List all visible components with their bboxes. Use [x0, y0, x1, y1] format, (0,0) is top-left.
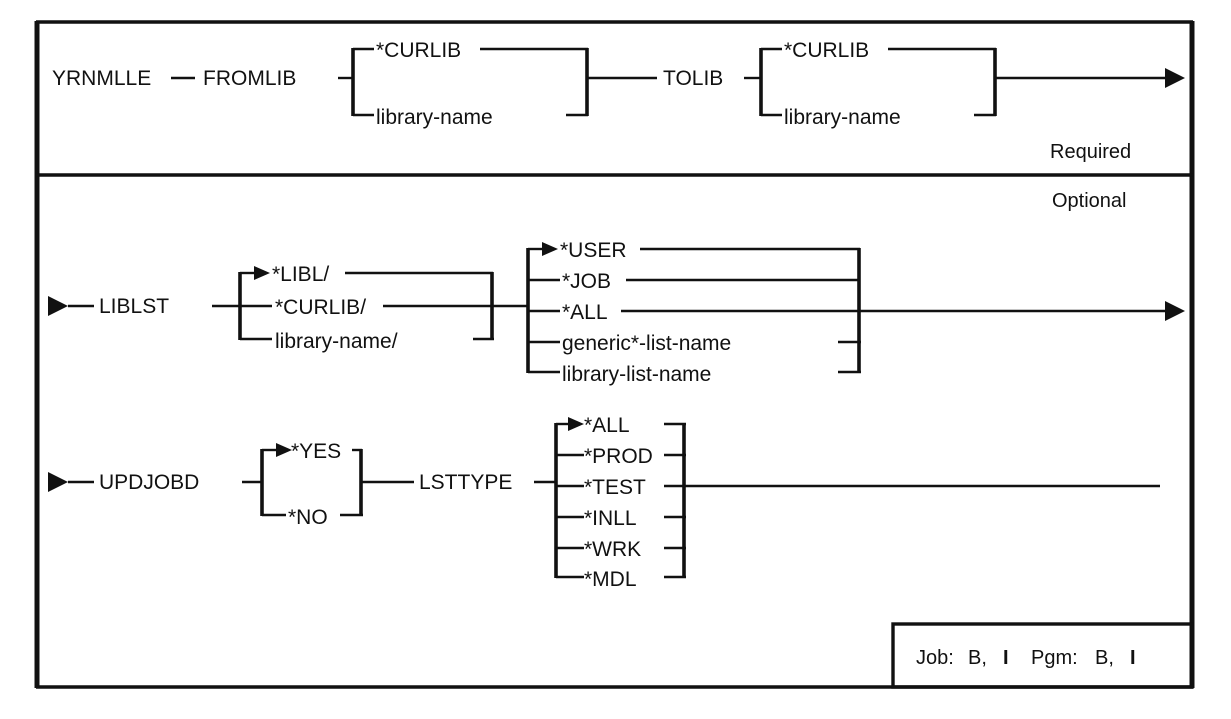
footer-pgm-bold-value: I — [1130, 647, 1136, 669]
liblst-default-user-arrow-icon — [542, 242, 558, 256]
required-exit-arrow-icon — [1165, 68, 1185, 88]
lsttype-value-wrk: *WRK — [584, 538, 641, 561]
footer-job-bold-value: I — [1003, 647, 1009, 669]
param-fromlib-label: FROMLIB — [203, 67, 296, 90]
command-name-label: YRNMLLE — [52, 67, 151, 90]
lsttype-value-prod: *PROD — [584, 445, 653, 468]
liblst-qualifier-curlib: *CURLIB/ — [275, 296, 366, 319]
footer-job-label: Job: — [916, 647, 954, 669]
liblst-value-job: *JOB — [562, 270, 611, 293]
lsttype-value-mdl: *MDL — [584, 568, 637, 591]
liblst-value-library-list: library-list-name — [562, 363, 711, 386]
footer-box — [891, 622, 1194, 689]
footer-pgm-values: B, — [1095, 647, 1114, 669]
updjobd-default-yes-arrow-icon — [276, 443, 292, 457]
updjobd-choice-no: *NO — [288, 506, 328, 529]
param-updjobd-label: UPDJOBD — [99, 471, 199, 494]
liblst-qualifier-libl: *LIBL/ — [272, 263, 329, 286]
updjobd-choice-yes: *YES — [291, 440, 341, 463]
param-tolib-label: TOLIB — [663, 67, 723, 90]
fromlib-choice-curlib: *CURLIB — [376, 39, 461, 62]
param-liblst-label: LIBLST — [99, 295, 169, 318]
lsttype-value-test: *TEST — [584, 476, 646, 499]
tolib-choice-curlib: *CURLIB — [784, 39, 869, 62]
liblst-value-generic: generic*-list-name — [562, 332, 731, 355]
lsttype-value-inll: *INLL — [584, 507, 637, 530]
lsttype-value-all: *ALL — [584, 414, 630, 437]
fromlib-choice-library-name: library-name — [376, 106, 493, 129]
updjobd-entry-arrow-icon — [48, 472, 68, 492]
footer-pgm-label: Pgm: — [1031, 647, 1078, 669]
required-section-label: Required — [1050, 141, 1131, 163]
lsttype-default-all-arrow-icon — [568, 417, 584, 431]
liblst-exit-arrow-icon — [1165, 301, 1185, 321]
tolib-choice-library-name: library-name — [784, 106, 901, 129]
liblst-value-all: *ALL — [562, 301, 608, 324]
liblst-entry-arrow-icon — [48, 296, 68, 316]
optional-section-label: Optional — [1052, 190, 1127, 212]
param-lsttype-label: LSTTYPE — [419, 471, 512, 494]
liblst-default-libl-arrow-icon — [254, 266, 270, 280]
liblst-qualifier-library-name: library-name/ — [275, 330, 398, 353]
liblst-value-user: *USER — [560, 239, 627, 262]
footer-job-values: B, — [968, 647, 987, 669]
